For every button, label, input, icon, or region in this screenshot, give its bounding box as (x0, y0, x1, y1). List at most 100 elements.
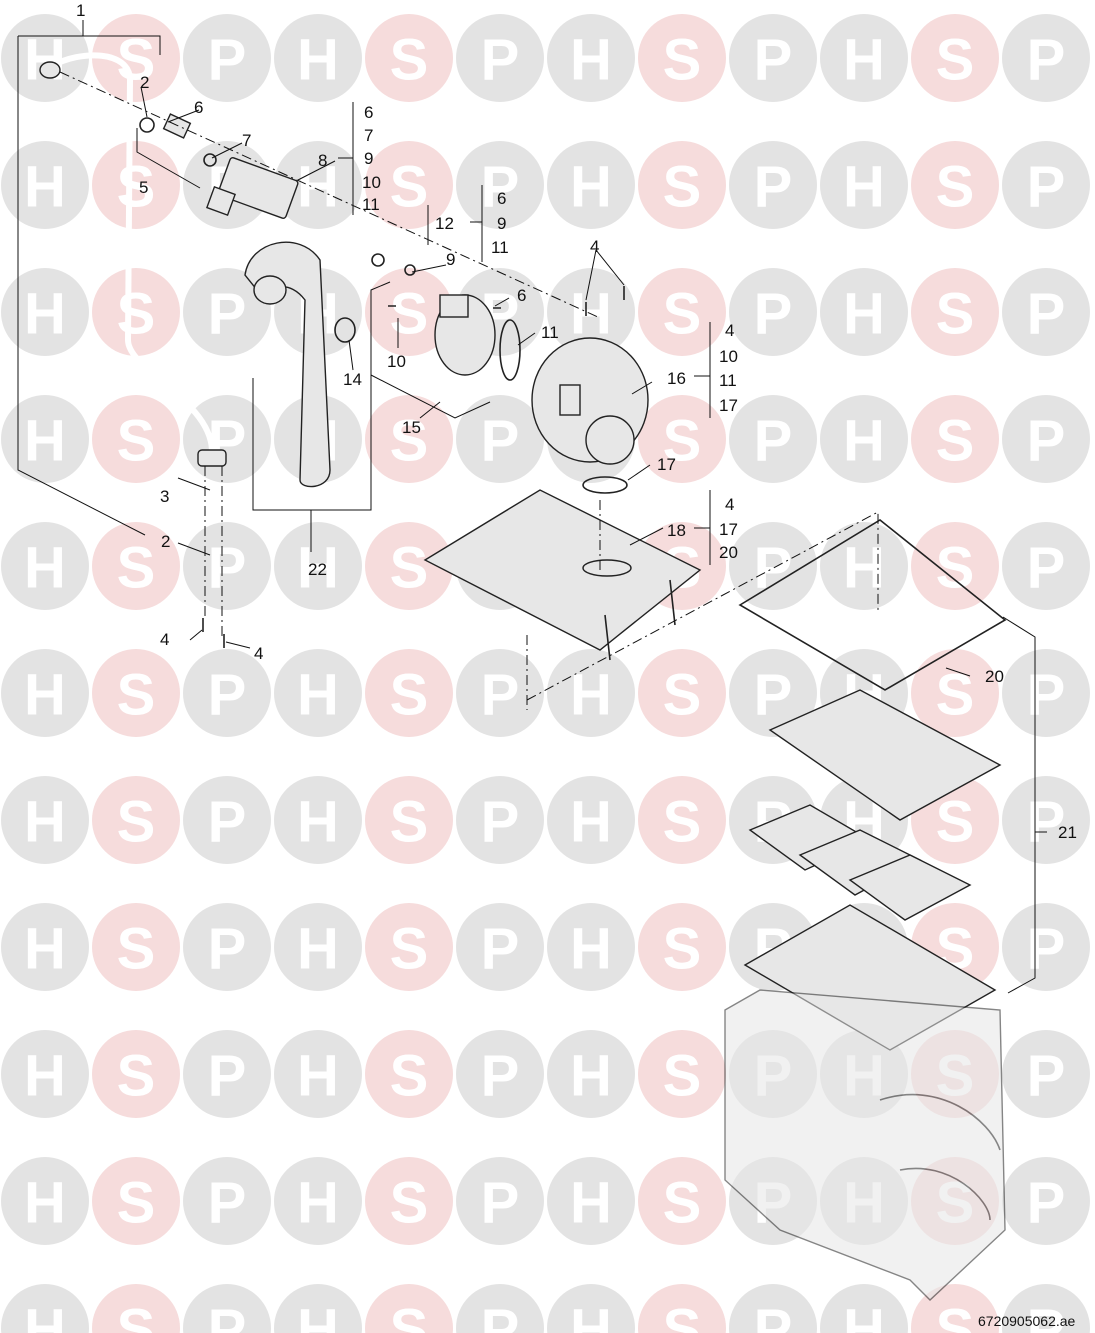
watermark-circle (274, 1157, 362, 1245)
watermark-circle (911, 649, 999, 737)
watermark-letter: P (1027, 917, 1066, 982)
watermark-letter: P (208, 1171, 247, 1236)
watermark-circle (183, 649, 271, 737)
watermark-circle (274, 903, 362, 991)
watermark-circle (820, 268, 908, 356)
watermark-letter: S (663, 790, 702, 855)
group-12-item: 9 (497, 214, 506, 233)
callout-9: 9 (446, 250, 455, 269)
watermark-letter: S (663, 28, 702, 93)
watermark-letter: H (297, 155, 339, 220)
watermark-letter: S (663, 1171, 702, 1236)
watermark-letter: S (663, 917, 702, 982)
callouts: 1 2 6 7 8 5 12 9 4 6 11 10 14 16 15 17 3… (76, 1, 1077, 842)
group-18-item: 4 (725, 495, 734, 514)
watermark-letter: P (1027, 28, 1066, 93)
watermark-letter: S (936, 28, 975, 93)
watermark-circle (456, 1030, 544, 1118)
watermark-letter: S (390, 409, 429, 474)
watermark-letter: S (390, 282, 429, 347)
watermark-letter: H (24, 1298, 66, 1333)
watermark-letter: H (24, 917, 66, 982)
watermark-circle (638, 395, 726, 483)
watermark-circle (1, 522, 89, 610)
watermark-letter: P (1027, 282, 1066, 347)
watermark-letter: S (663, 409, 702, 474)
watermark-circle (1002, 776, 1090, 864)
callout-15: 15 (402, 418, 421, 437)
seal-14 (334, 317, 356, 343)
group-12-item: 6 (497, 189, 506, 208)
watermark-circle (456, 14, 544, 102)
watermark-circle (365, 649, 453, 737)
watermark-circle (183, 1157, 271, 1245)
watermark-letter: H (24, 1171, 66, 1236)
watermark-circle (456, 1157, 544, 1245)
watermark-letter: P (208, 1044, 247, 1109)
watermark-letter: S (390, 28, 429, 93)
watermark-letter: P (208, 1298, 247, 1333)
gas-valve (206, 157, 299, 219)
watermark-letter: H (570, 28, 612, 93)
watermark-letter: S (663, 282, 702, 347)
clip-7 (203, 153, 217, 167)
watermark-circle (911, 522, 999, 610)
watermark-letter: S (390, 790, 429, 855)
watermark-circle (365, 1157, 453, 1245)
callout-5: 5 (139, 178, 148, 197)
watermark-circle (274, 1284, 362, 1333)
watermark-circle (547, 776, 635, 864)
watermark-circle (547, 1157, 635, 1245)
watermark-circle (547, 141, 635, 229)
watermark-circle (183, 903, 271, 991)
watermark-circle (1002, 1284, 1090, 1333)
watermark-letter: S (390, 155, 429, 220)
watermark-circle (183, 268, 271, 356)
watermark-letter: P (481, 917, 520, 982)
watermark-circle (1002, 141, 1090, 229)
watermark-circle (456, 395, 544, 483)
watermark-circle (183, 1030, 271, 1118)
callout-2-lower: 2 (161, 532, 170, 551)
group-18-item: 17 (719, 520, 738, 539)
watermark-letter: H (843, 155, 885, 220)
group-8-item: 10 (362, 173, 381, 192)
watermark-letter: H (570, 1171, 612, 1236)
watermark-circle (456, 649, 544, 737)
watermark-letter: S (936, 409, 975, 474)
watermark-circle (638, 268, 726, 356)
watermark-letter: H (297, 1044, 339, 1109)
watermark-letter: P (481, 790, 520, 855)
watermark-circle (365, 776, 453, 864)
watermark-circle (729, 1284, 817, 1333)
watermark-letter: P (754, 155, 793, 220)
watermark-letter: S (117, 1044, 156, 1109)
watermark-letter: H (297, 790, 339, 855)
watermark-circle (183, 776, 271, 864)
watermark-letter: S (663, 155, 702, 220)
watermark-letter: P (208, 282, 247, 347)
watermark-circle (456, 1284, 544, 1333)
group-18-item: 20 (719, 543, 738, 562)
watermark-circle (1, 395, 89, 483)
watermark-letter: P (208, 28, 247, 93)
watermark-letter: P (1027, 536, 1066, 601)
group-labels: 6 7 9 10 11 6 9 11 4 10 11 17 4 17 20 (362, 103, 738, 562)
group-8-item: 7 (364, 126, 373, 145)
callout-4-right: 4 (254, 644, 263, 663)
watermark-letter: P (754, 1298, 793, 1333)
watermark-letter: H (570, 155, 612, 220)
watermark-circle (1002, 14, 1090, 102)
watermark-circle (1, 776, 89, 864)
watermark-letter: P (754, 28, 793, 93)
watermark-letter: H (24, 282, 66, 347)
watermark-circle (1002, 649, 1090, 737)
watermark-circle (92, 522, 180, 610)
watermark-letter: S (390, 917, 429, 982)
watermark-letter: S (117, 917, 156, 982)
watermark-letter: S (117, 1298, 156, 1333)
callout-4-left: 4 (160, 630, 169, 649)
watermark-circle (92, 141, 180, 229)
watermark-letter: S (936, 663, 975, 728)
watermark-letter: H (843, 1298, 885, 1333)
